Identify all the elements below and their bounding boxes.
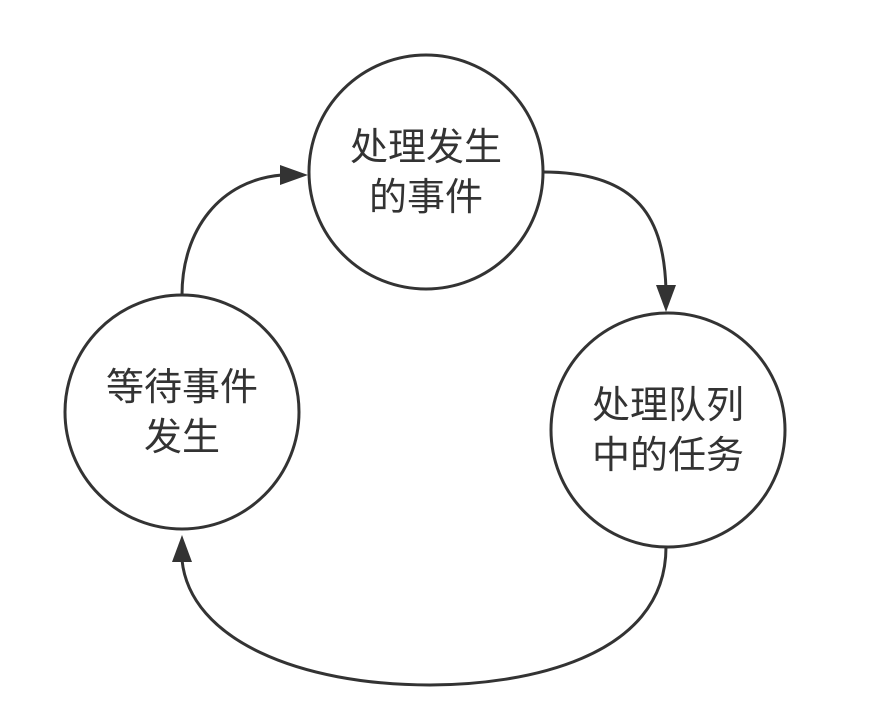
node-wait-for-events: 等待事件 发生 [63,293,301,531]
edge-process-events-to-queue [542,170,668,291]
node-wait-for-events-label-line1: 等待事件 [106,365,258,409]
node-process-queue-label-line1: 处理队列 [592,383,744,427]
node-process-events-label-line1: 处理发生 [350,125,502,169]
arrowhead-to-process-events [280,165,308,185]
node-process-queue-circle [549,311,787,549]
node-wait-for-events-circle [63,293,301,531]
edge-waiting-to-process-events [180,173,283,296]
node-process-events-circle [307,53,545,291]
node-process-events: 处理发生 的事件 [307,53,545,291]
arrowhead-to-queue [656,285,676,312]
node-process-events-label-line2: 的事件 [369,175,483,219]
edge-queue-to-waiting [180,546,668,687]
node-wait-for-events-label-line2: 发生 [144,415,220,459]
arrowhead-to-waiting [172,535,192,562]
node-process-queue-label-line2: 中的任务 [592,433,744,477]
node-process-queue: 处理队列 中的任务 [549,311,787,549]
